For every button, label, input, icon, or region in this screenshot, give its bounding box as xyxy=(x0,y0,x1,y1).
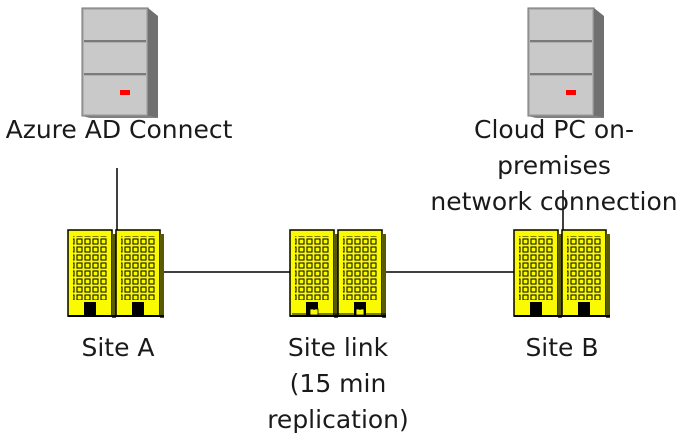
office-building-icon xyxy=(68,230,164,318)
site-link-label-line1: Site link xyxy=(287,333,389,362)
cloud-pc-label-line2: network connection xyxy=(430,187,678,216)
server-icon xyxy=(527,7,605,119)
office-building-network-icon xyxy=(290,230,386,318)
cloud-pc-label: Cloud PC on-premises network connection xyxy=(418,112,690,220)
cloud-pc-label-line1: Cloud PC on-premises xyxy=(474,115,634,180)
server-icon xyxy=(81,7,159,119)
site-link-label-line2: (15 min replication) xyxy=(267,369,409,434)
azure-ad-connect-label: Azure AD Connect xyxy=(5,115,233,144)
site-b-label: Site B xyxy=(525,333,599,362)
office-building-icon xyxy=(514,230,610,318)
site-a-label: Site A xyxy=(81,333,155,362)
network-diagram xyxy=(0,7,696,402)
site-link-label: Site link (15 min replication) xyxy=(218,330,458,438)
